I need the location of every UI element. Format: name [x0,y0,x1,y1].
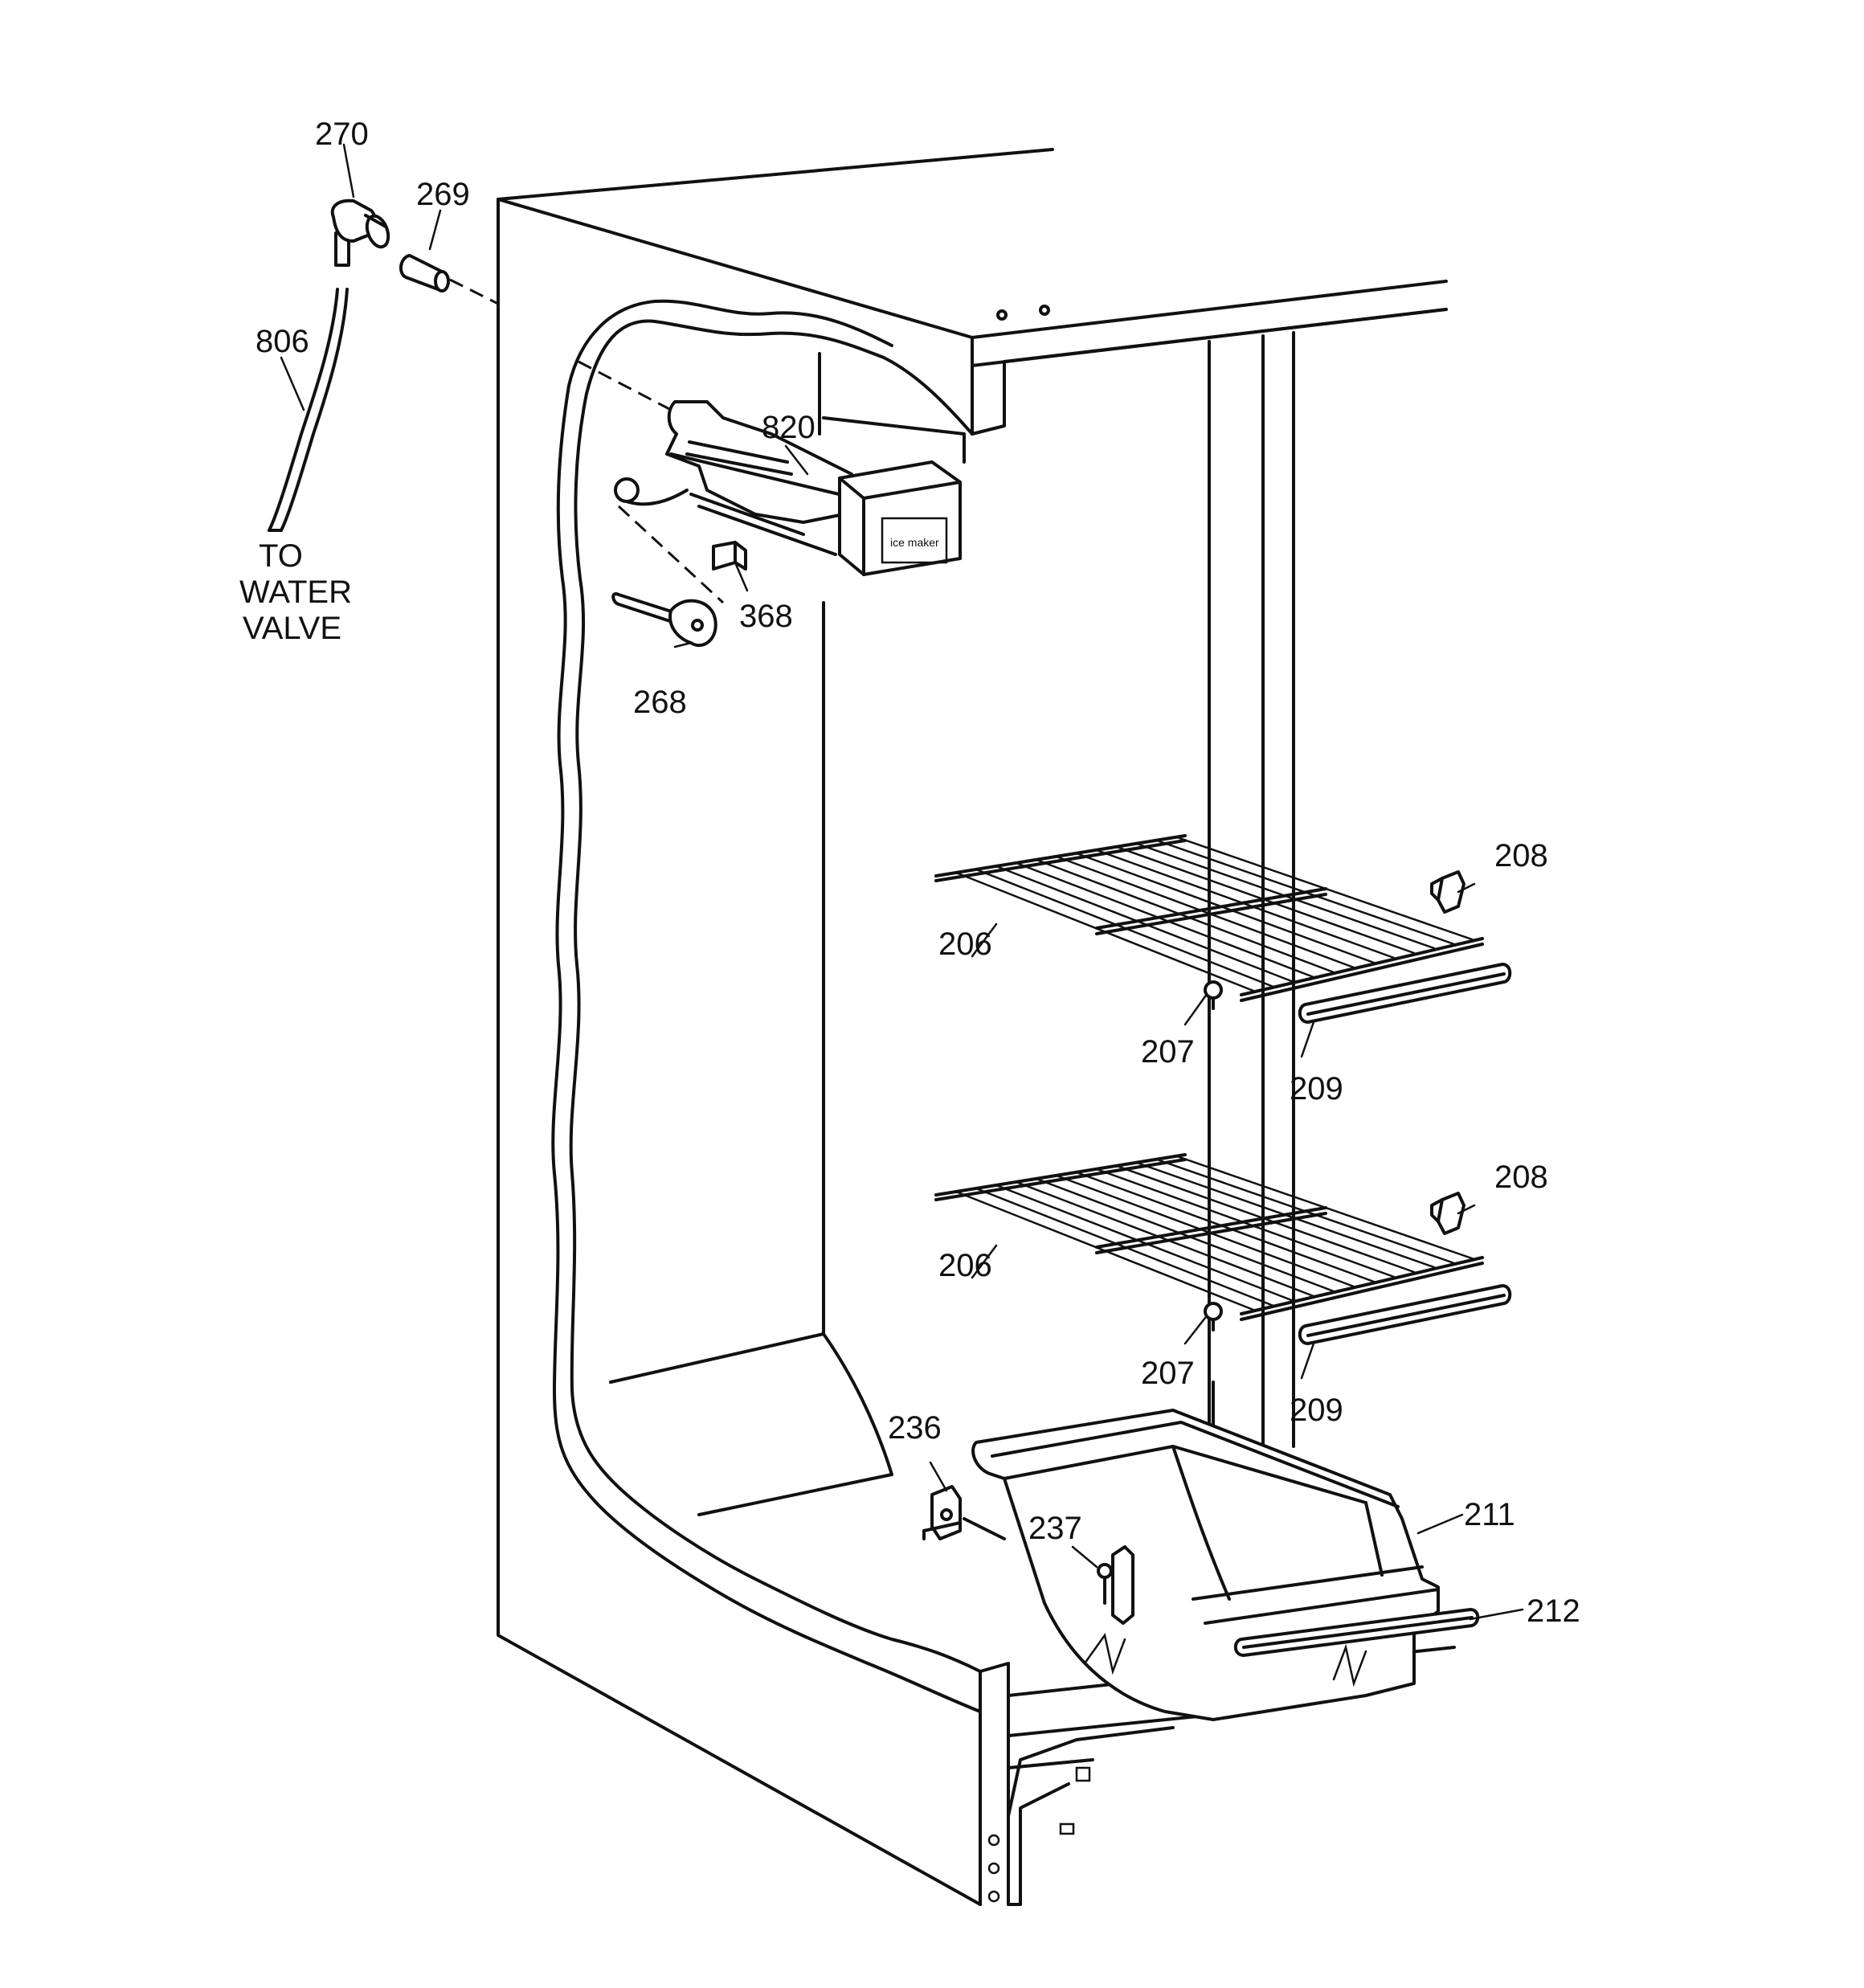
shelf-trim-209-top[interactable] [1298,963,1512,1024]
callout-212: 212 [1527,1593,1580,1629]
callout-206-top: 206 [938,927,992,962]
callout-208-top: 208 [1494,838,1548,873]
shelf-206-bottom[interactable] [934,1153,1484,1321]
ice-maker-820[interactable]: ice maker [614,400,966,576]
callout-270: 270 [315,117,369,152]
bucket-trim-212[interactable] [1233,1608,1480,1657]
callout-806: 806 [255,324,309,359]
callout-207-bottom: 207 [1141,1356,1195,1391]
shelf-206-top[interactable] [934,834,1484,1002]
water-fitting-270[interactable] [330,198,392,267]
callout-206-bottom: 206 [938,1248,992,1283]
leader-lines [280,143,1524,1621]
callout-237: 237 [1028,1511,1082,1546]
shelf-support-207-top[interactable] [1204,980,1223,1010]
bracket-368[interactable] [712,541,747,571]
shelf-clip-208-top[interactable] [1430,870,1465,914]
water-valve-text-2: WATER [239,575,352,610]
callout-207-top: 207 [1141,1034,1195,1070]
shelf-support-207-bottom[interactable] [1204,1302,1223,1331]
cabinet [497,148,1456,1906]
callout-820: 820 [762,410,816,445]
callout-209-top: 209 [1290,1071,1343,1106]
bucket-support-236[interactable] [922,1485,1006,1540]
icemaker-leader-dash [578,360,672,411]
fitting-leader-dash [449,278,499,305]
water-valve-text-3: VALVE [243,611,341,646]
callout-208-bottom: 208 [1494,1160,1548,1195]
water-valve-text-1: TO [259,538,303,574]
connector-269[interactable] [399,254,450,292]
callout-368: 368 [739,599,793,634]
callout-211: 211 [1464,1497,1515,1532]
callout-269: 269 [416,177,470,212]
harness-268[interactable] [611,592,717,648]
harness-leader-dash [617,505,725,604]
callout-labels: 270 269 806 TO WATER VALVE 820 368 268 2… [239,117,1580,1629]
callout-268: 268 [633,685,687,720]
callout-236: 236 [888,1410,942,1446]
water-tube-806[interactable] [268,288,349,532]
shelf-trim-209-bottom[interactable] [1298,1284,1512,1345]
svg-text:ice maker: ice maker [890,536,939,549]
callout-209-bottom: 209 [1290,1393,1343,1428]
shelf-clip-208-bottom[interactable] [1430,1192,1465,1235]
bucket-bracket-237[interactable] [1097,1545,1134,1625]
ice-bucket-211[interactable] [971,1409,1440,1721]
